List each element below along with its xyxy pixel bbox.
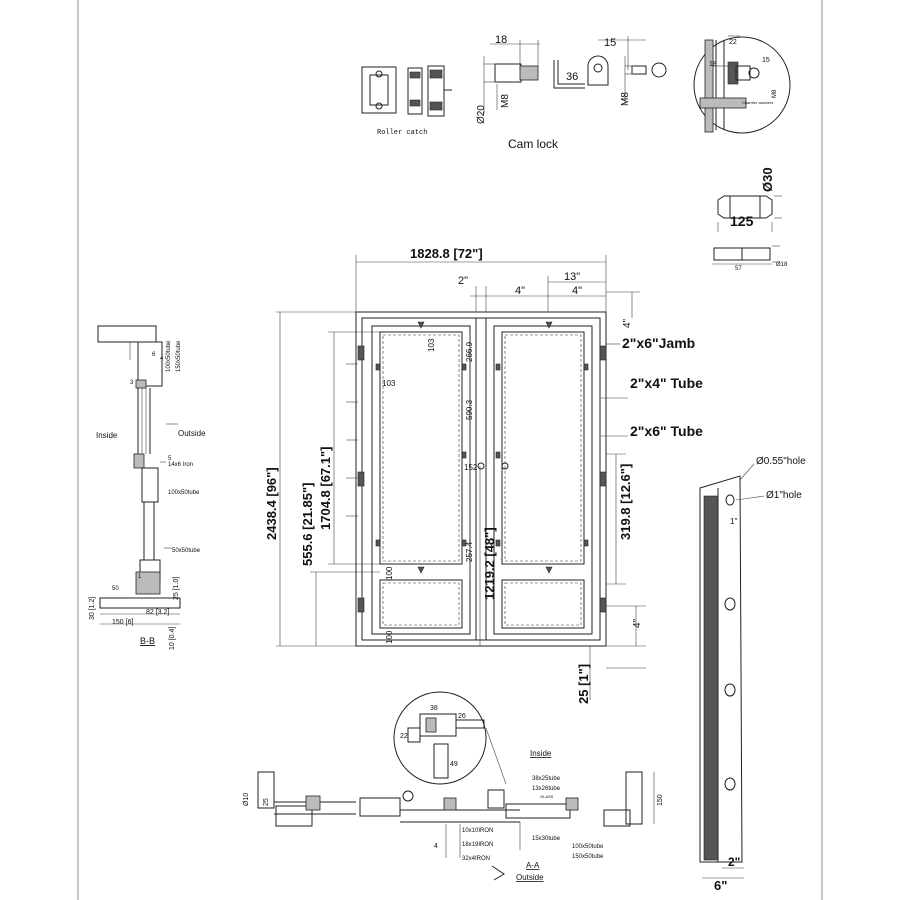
callout-tube-4: 2"x4" Tube: [630, 375, 703, 391]
dim-100-b: 100: [385, 630, 394, 644]
jamb-d6: 6": [714, 878, 727, 893]
gap-2-label: 2": [458, 275, 468, 287]
bb-d150: 150 [6]: [112, 619, 133, 626]
aa-iron-18: 18x19IRON: [462, 842, 493, 848]
cam-dim-18: 18: [495, 34, 507, 46]
bb-d6: 6: [152, 352, 156, 358]
aa-d150: 150: [657, 794, 664, 806]
jamb-hole-large: Ø1"hole: [766, 490, 802, 501]
aa-iron-32: 32x4IRON: [462, 856, 490, 862]
dim-100-a: 100: [385, 566, 394, 580]
callout-jamb: 2"x6"Jamb: [622, 335, 695, 351]
bb-tube-100x50-a: 100x50tube: [166, 340, 172, 372]
aa-tube-38x25: 38x25tube: [532, 776, 561, 782]
pin2-len: 57: [735, 266, 742, 272]
cam-m8-b: M8: [620, 92, 631, 106]
pin2-dia: Ø18: [776, 262, 788, 268]
detail-dim-18: 18: [709, 61, 717, 68]
roller-catch-label: Roller catch: [377, 129, 427, 137]
cam-m8-a: M8: [500, 94, 511, 108]
aa-tube-150x50: 150x50tube: [572, 854, 604, 860]
aa-tube-13x26: 13x26tube: [532, 786, 561, 792]
lock-detail-circle: [693, 35, 791, 134]
aa-d49: 49: [450, 761, 458, 768]
detail-dim-22: 22: [729, 39, 737, 46]
bottom-gap-label: 25 [1"]: [576, 664, 591, 704]
detail-dim-15: 15: [762, 57, 770, 64]
bb-d4: 4: [160, 356, 164, 362]
aa-d26: 26: [458, 713, 466, 720]
gap-13-label: 13": [564, 271, 580, 283]
jamb-d2: 2": [728, 855, 740, 869]
dim-152: 152: [464, 463, 478, 472]
aa-inside-label: Inside: [530, 749, 552, 758]
overall-width-label: 1828.8 [72"]: [410, 246, 483, 261]
bottom-4-label: 4": [632, 618, 643, 628]
pin-dia-30: Ø30: [760, 167, 775, 192]
bb-d30: 30 [1.2]: [89, 597, 96, 620]
bb-iron-label: 14x6 Iron: [168, 462, 193, 468]
bb-d10: 10 [0.4]: [169, 627, 176, 650]
handle-height-label: 1219.2 [48"]: [482, 527, 497, 600]
bb-tube-50x50: 50x50tube: [172, 548, 201, 554]
bb-outside-label: Outside: [178, 429, 206, 438]
cam-dia-20: Ø20: [476, 105, 487, 124]
bb-d1: 1: [138, 574, 142, 580]
callout-tube-6: 2"x6" Tube: [630, 423, 703, 439]
dim-590: 590.3: [465, 399, 474, 420]
aa-d22: 22: [400, 733, 408, 740]
bb-d50: 50: [112, 586, 119, 592]
top-4-label: 4": [622, 318, 633, 328]
cam-dim-36: 36: [566, 71, 578, 83]
aa-tube-100x50: 100x50tube: [572, 844, 604, 850]
section-aa-drawing: [257, 691, 655, 881]
jamb-hole-small: Ø0.55"hole: [756, 456, 806, 467]
glass-height-label: 1704.8 [67.1"]: [318, 447, 333, 531]
gap-4a-label: 4": [515, 285, 525, 297]
aa-d10: Ø10: [243, 793, 250, 806]
dim-103-top: 103: [427, 338, 436, 352]
aa-outside-label: Outside: [516, 873, 544, 882]
jamb-detail-drawing: [699, 463, 765, 879]
aa-section-label: A-A: [526, 861, 540, 870]
hinge-spacing-label: 319.8 [12.6"]: [618, 464, 633, 540]
pin-drawing: [712, 195, 782, 265]
aa-tube-15x30: 15x30tube: [532, 836, 561, 842]
aa-d4: 4: [434, 843, 438, 850]
cam-lock-label: Cam lock: [508, 137, 559, 151]
bb-d3: 3: [130, 380, 134, 386]
lower-height-label: 555.6 [21.85"]: [300, 483, 315, 567]
overall-height-label: 2438.4 [96"]: [264, 467, 279, 540]
detail-note: Chamfer washers: [742, 100, 773, 105]
bb-d82: 82 [3.2]: [146, 609, 169, 616]
section-bb-drawing: [97, 325, 181, 625]
aa-d38: 38: [430, 705, 438, 712]
gap-4b-label: 4": [572, 285, 582, 297]
bb-inside-label: Inside: [96, 431, 118, 440]
bb-tube-100x50-b: 100x50tube: [168, 490, 200, 496]
detail-m8: M8: [772, 89, 778, 98]
bb-d25: 25 [1.0]: [173, 577, 180, 600]
door-elevation: [276, 255, 646, 700]
bb-section-label: B-B: [140, 636, 155, 646]
dim-103-side: 103: [382, 379, 396, 388]
bb-tube-150x50: 150x50tube: [176, 340, 182, 372]
cam-dim-15: 15: [604, 37, 616, 49]
jamb-d1: 1": [730, 517, 737, 526]
aa-glass: GLASS: [540, 794, 554, 799]
dim-266: 266.9: [465, 341, 474, 362]
aa-d25: 25: [263, 798, 270, 806]
pin-len-125: 125: [730, 213, 754, 229]
dim-257: 257.4: [465, 541, 474, 562]
roller-catch-drawing: [361, 65, 452, 117]
cam-lock-drawing: [483, 36, 667, 114]
aa-iron-10: 10x10IRON: [462, 828, 493, 834]
bb-d5: 5: [168, 456, 172, 462]
